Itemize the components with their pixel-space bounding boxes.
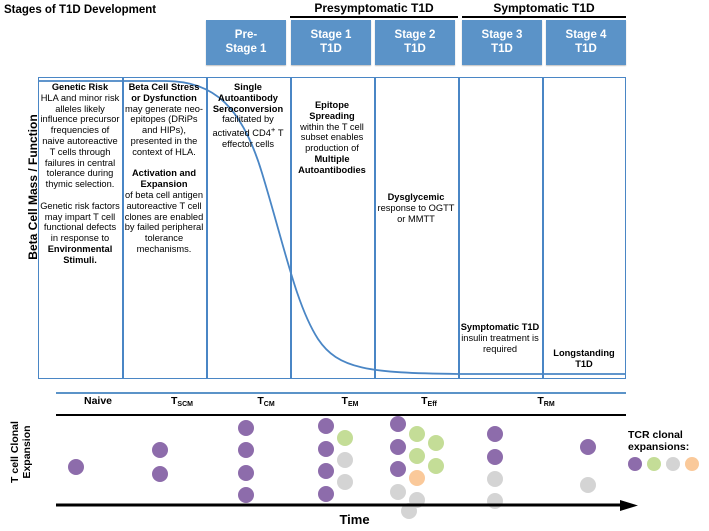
clone-dot-t_scm-1: [152, 466, 168, 482]
clone-dot-t_rm-4: [580, 439, 596, 455]
y-axis-label-tcell: T cell Clonal Expansion: [9, 421, 33, 483]
subset-label-tscm: TSCM: [140, 394, 224, 416]
clone-dot-t_eff-6: [409, 470, 425, 486]
beta-cell-decline-curve: [38, 80, 626, 375]
clone-dot-t_eff-1: [390, 439, 406, 455]
panel-divider-4: [458, 77, 460, 379]
clone-dot-t_cm-2: [238, 465, 254, 481]
plot-frame: [38, 77, 626, 379]
panel-divider-3: [374, 77, 376, 379]
stage-box-label-1: Pre-Stage 1: [225, 29, 267, 55]
panel-divider-2: [290, 77, 292, 379]
group-rule-1: [462, 16, 626, 18]
clone-dot-t_cm-3: [238, 487, 254, 503]
clone-dot-t_em-4: [337, 430, 353, 446]
panel-longstanding-t1d: Longstanding T1D: [553, 348, 615, 369]
time-axis-arrow: [56, 500, 638, 511]
legend-title: TCR clonal expansions:: [628, 429, 690, 453]
panel-divider-5: [542, 77, 544, 379]
clone-dot-t_em-5: [337, 452, 353, 468]
clone-dot-t_eff-9: [428, 458, 444, 474]
legend: TCR clonal expansions:: [628, 429, 709, 473]
clone-dot-t_em-6: [337, 474, 353, 490]
clone-dot-t_eff-10: [401, 503, 417, 519]
x-axis-label-time: Time: [339, 512, 370, 527]
panel-divider-1: [206, 77, 208, 379]
clone-dot-t_em-0: [318, 418, 334, 434]
legend-swatch-purple: [628, 457, 642, 471]
clone-dot-t_eff-8: [428, 435, 444, 451]
group-rule-0: [290, 16, 458, 18]
group-label-0: Presymptomatic T1D: [314, 1, 434, 15]
legend-swatch-orange: [685, 457, 699, 471]
clone-dot-t_em-2: [318, 463, 334, 479]
page-title: Stages of T1D Development: [4, 4, 157, 16]
clone-dot-t_em-1: [318, 441, 334, 457]
clone-dot-t_eff-4: [409, 426, 425, 442]
panel-divider-0: [122, 77, 124, 379]
subset-top-rule: [56, 392, 626, 394]
clone-dot-t_rm-5: [580, 477, 596, 493]
clone-dot-t_eff-0: [390, 416, 406, 432]
legend-swatches: [628, 457, 709, 473]
subset-label-tcm: TCM: [224, 394, 308, 416]
clone-dot-naive-0: [68, 459, 84, 475]
group-label-1: Symptomatic T1D: [493, 1, 595, 15]
subset-label-tem: TEM: [308, 394, 392, 416]
clone-dot-t_rm-1: [487, 449, 503, 465]
clone-dot-t_rm-0: [487, 426, 503, 442]
clone-dot-t_scm-0: [152, 442, 168, 458]
stage-box-1[interactable]: Pre-Stage 1: [206, 20, 286, 65]
legend-swatch-green: [647, 457, 661, 471]
clone-dot-t_cm-0: [238, 420, 254, 436]
clone-dot-t_eff-3: [390, 484, 406, 500]
subset-label-trm: TRM: [466, 394, 626, 416]
clone-dot-t_rm-2: [487, 471, 503, 487]
legend-swatch-gray: [666, 457, 680, 471]
subset-label-naive: Naive: [56, 394, 140, 416]
clone-dot-t_eff-2: [390, 461, 406, 477]
clone-dot-t_eff-5: [409, 448, 425, 464]
subset-label-teff: TEff: [392, 394, 466, 416]
clone-dot-t_cm-1: [238, 442, 254, 458]
clone-dot-t_em-3: [318, 486, 334, 502]
